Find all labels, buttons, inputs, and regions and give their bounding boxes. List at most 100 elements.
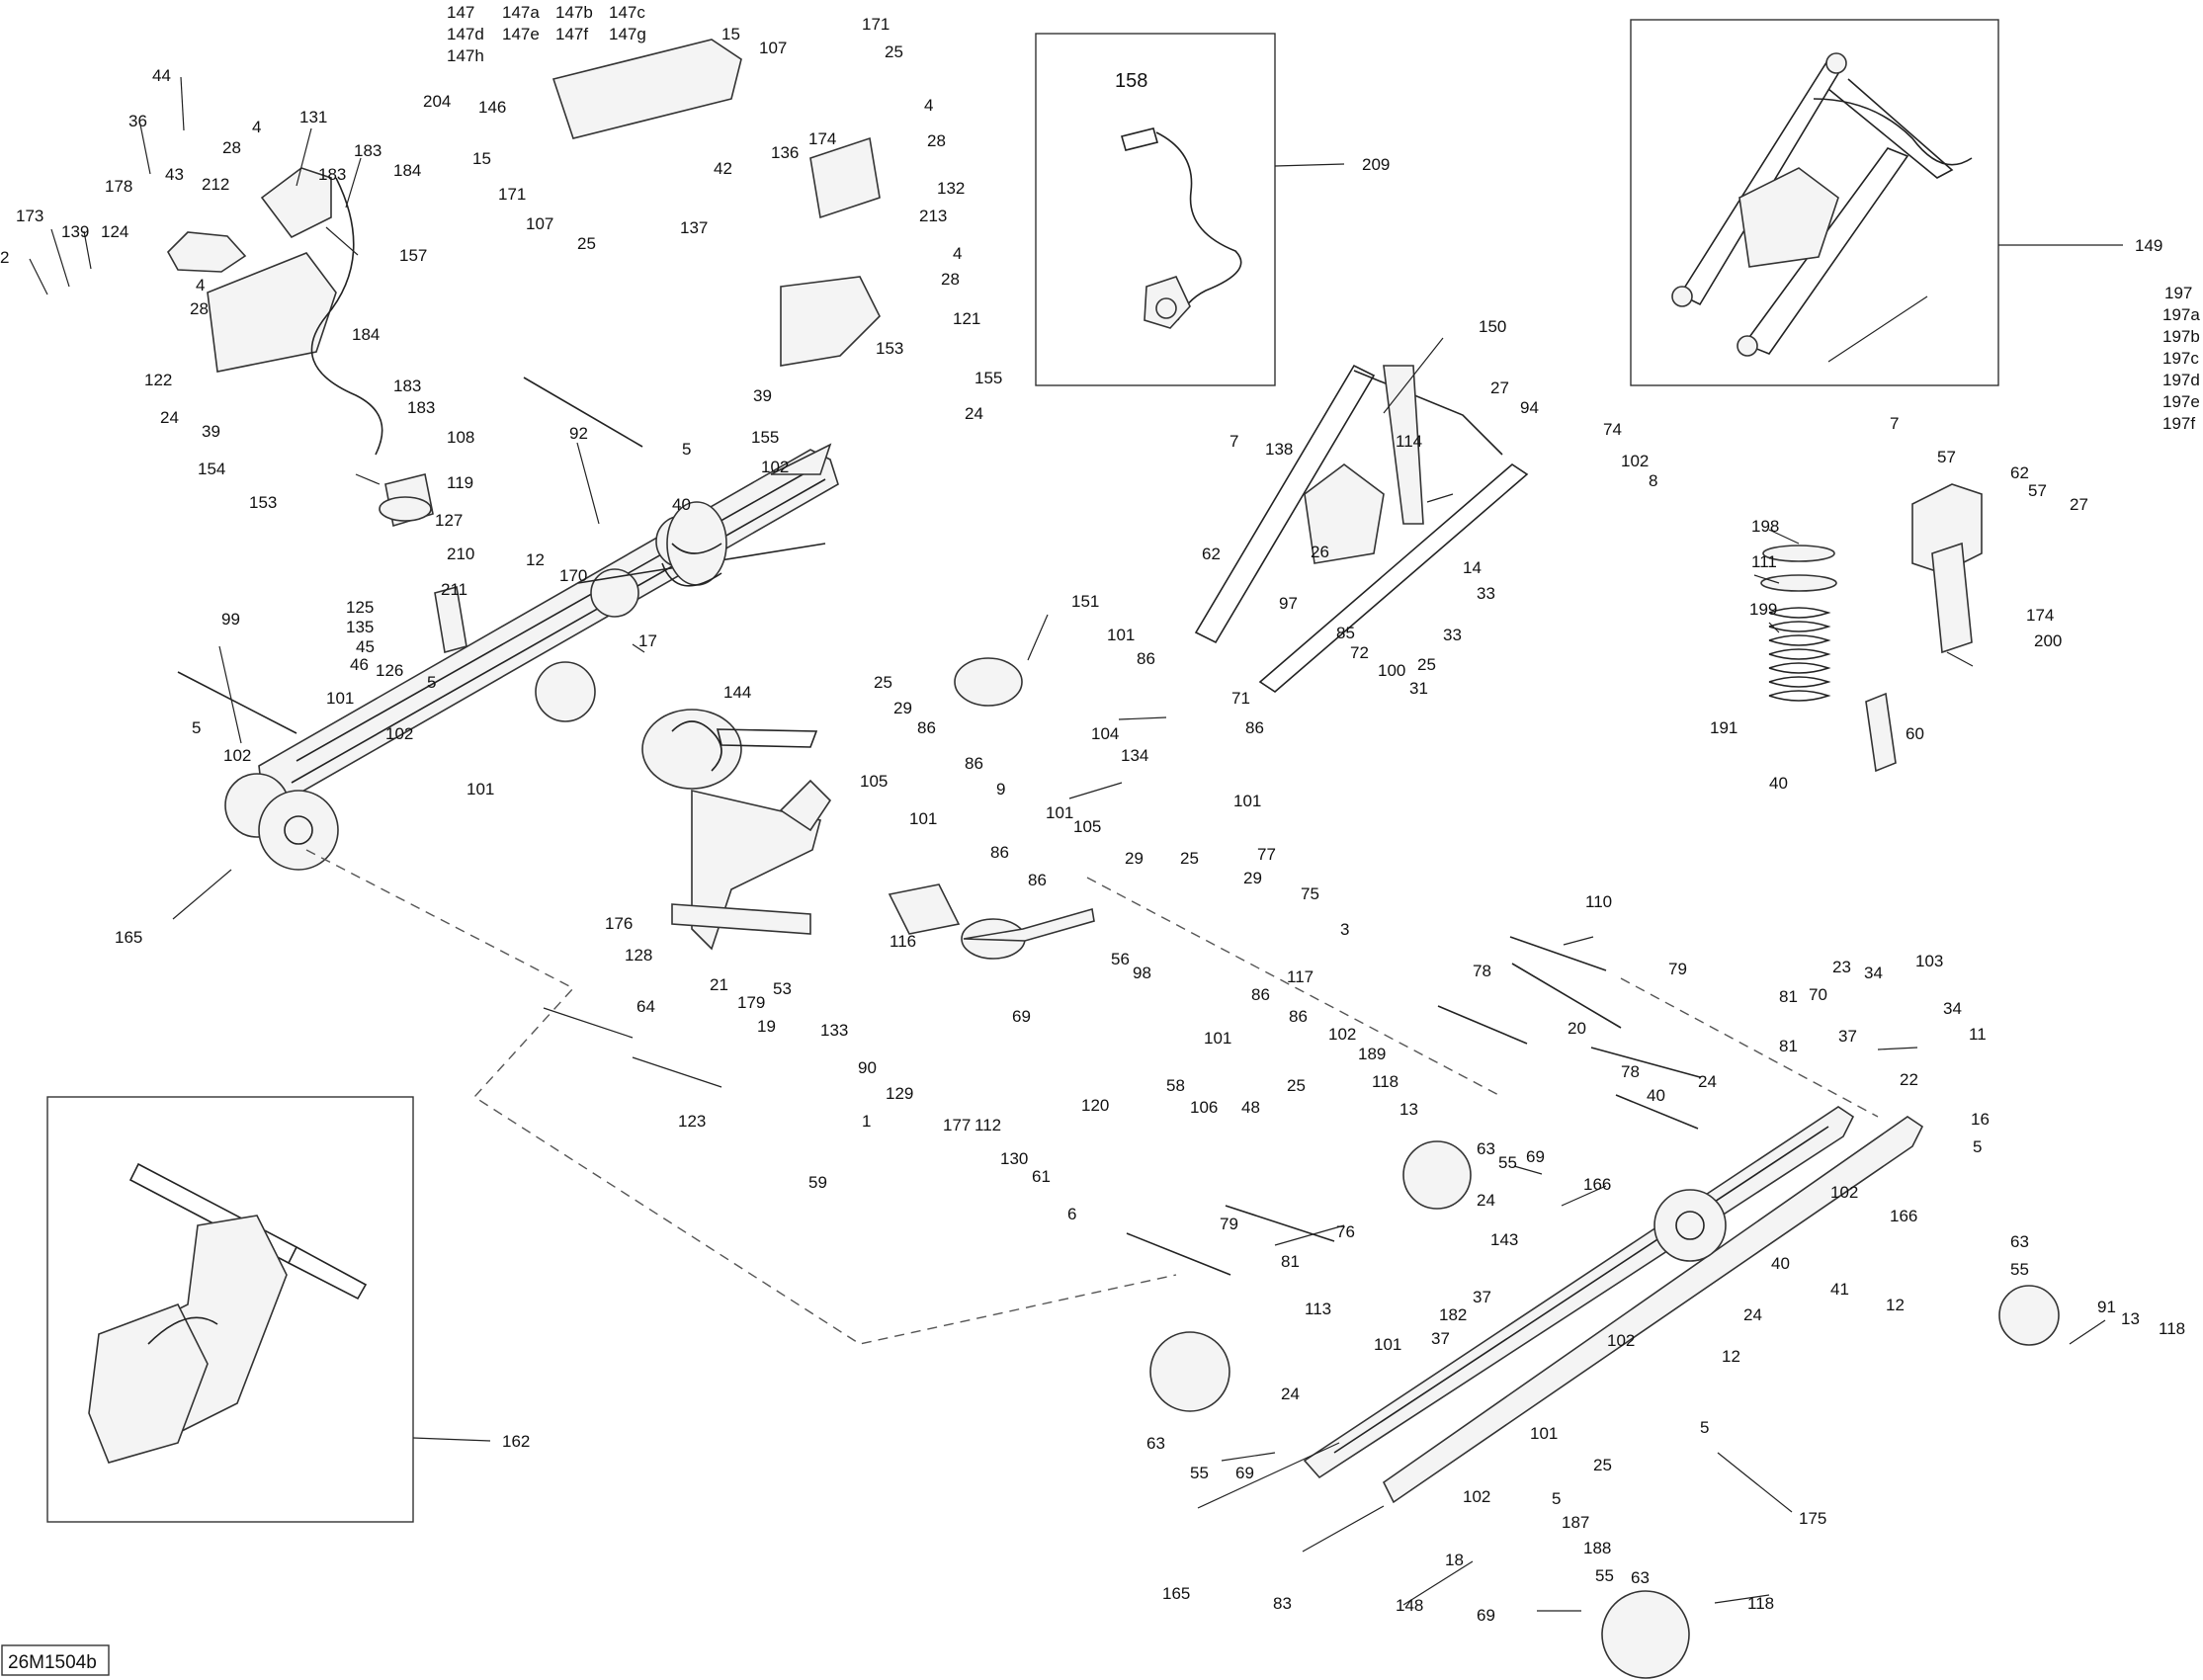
callout: 7 xyxy=(1890,414,1899,433)
callout: 5 xyxy=(192,718,201,737)
callout: 86 xyxy=(965,754,983,773)
callout: 4 xyxy=(252,118,261,136)
callout: 86 xyxy=(990,843,1009,862)
callout: 171 xyxy=(498,185,526,204)
callout: 42 xyxy=(714,159,732,178)
callout: 101 xyxy=(1374,1335,1401,1354)
callout: 56 xyxy=(1111,950,1130,968)
callout: 83 xyxy=(1273,1594,1292,1613)
callout: 25 xyxy=(885,42,903,61)
callout: 45 xyxy=(356,637,375,656)
callout: 116 xyxy=(890,932,916,951)
callout: 183 xyxy=(407,398,435,417)
callout: 204 xyxy=(423,92,451,111)
callout: 46 xyxy=(350,655,369,674)
callout: 177 xyxy=(943,1116,971,1134)
callout: 101 xyxy=(1233,792,1261,810)
callout: 40 xyxy=(672,495,691,514)
callout: 197 xyxy=(2164,284,2192,302)
callout: 137 xyxy=(680,218,708,237)
callout: 92 xyxy=(569,424,588,443)
callout: 81 xyxy=(1281,1252,1300,1271)
callout: 25 xyxy=(1287,1076,1306,1095)
callout: 69 xyxy=(1477,1606,1495,1625)
callout: 150 xyxy=(1479,317,1506,336)
callout: 43 xyxy=(165,165,184,184)
callout: 188 xyxy=(1583,1539,1611,1557)
callout: 132 xyxy=(937,179,965,198)
callout: 79 xyxy=(1668,960,1687,978)
callout: 25 xyxy=(1180,849,1199,868)
callout: 105 xyxy=(1073,817,1101,836)
callout: 131 xyxy=(299,108,327,126)
callout: 102 xyxy=(1830,1183,1858,1202)
callout: 102 xyxy=(1621,452,1649,470)
callout: 197b xyxy=(2162,327,2200,346)
callout: 63 xyxy=(1477,1139,1495,1158)
callout: 34 xyxy=(1864,964,1883,982)
callout: 22 xyxy=(1900,1070,1918,1089)
callout: 11 xyxy=(1969,1025,1987,1044)
callout: 27 xyxy=(1490,378,1509,397)
callout: 85 xyxy=(1336,624,1355,642)
callout: 74 xyxy=(1603,420,1622,439)
callout: 25 xyxy=(1593,1456,1612,1474)
callout: 126 xyxy=(376,661,403,680)
callout: 153 xyxy=(876,339,903,358)
callout: 210 xyxy=(447,545,474,563)
callout: 40 xyxy=(1647,1086,1665,1105)
callout: 25 xyxy=(577,234,596,253)
callout: 3 xyxy=(1340,920,1349,939)
callout: 55 xyxy=(1498,1153,1517,1172)
callout: 72 xyxy=(1350,643,1369,662)
callout: 153 xyxy=(249,493,277,512)
callout: 18 xyxy=(1445,1551,1464,1569)
callout: 101 xyxy=(1046,803,1073,822)
callout: 199 xyxy=(1749,600,1777,619)
callout: 37 xyxy=(1838,1027,1857,1046)
callout: 39 xyxy=(202,422,220,441)
callout: 176 xyxy=(605,914,633,933)
callout: 1 xyxy=(862,1112,871,1131)
callout: 118 xyxy=(1747,1594,1774,1613)
callout: 107 xyxy=(759,39,787,57)
callout: 139 xyxy=(61,222,89,241)
callout: 71 xyxy=(1231,689,1250,708)
callout: 79 xyxy=(1220,1215,1238,1233)
callout: 86 xyxy=(1137,649,1155,668)
callout: 75 xyxy=(1301,884,1319,903)
callout: 63 xyxy=(1146,1434,1165,1453)
callout: 133 xyxy=(820,1021,848,1040)
callout: 147e xyxy=(502,25,540,43)
callout: 118 xyxy=(2159,1319,2185,1338)
callout: 98 xyxy=(1133,964,1151,982)
callout: 101 xyxy=(326,689,354,708)
callout: 61 xyxy=(1032,1167,1051,1186)
callout: 134 xyxy=(1121,746,1148,765)
callout: 86 xyxy=(1245,718,1264,737)
callout: 31 xyxy=(1409,679,1428,698)
front-rail-assembly xyxy=(177,377,839,871)
callout: 24 xyxy=(1281,1385,1300,1403)
callout: 69 xyxy=(1012,1007,1031,1026)
callout: 2 xyxy=(0,248,9,267)
callout: 4 xyxy=(924,96,933,115)
callout: 110 xyxy=(1585,892,1612,911)
callout: 25 xyxy=(1417,655,1436,674)
callout: 23 xyxy=(1832,958,1851,976)
callout: 48 xyxy=(1241,1098,1260,1117)
callout: 182 xyxy=(1439,1305,1467,1324)
callout: 13 xyxy=(1399,1100,1418,1119)
callout: 197a xyxy=(2162,305,2200,324)
callout: 175 xyxy=(1799,1509,1826,1528)
callout: 183 xyxy=(354,141,381,160)
callout: 157 xyxy=(399,246,427,265)
callout: 55 xyxy=(1595,1566,1614,1585)
callout: 7 xyxy=(1229,432,1238,451)
callout: 155 xyxy=(974,369,1002,387)
callout: 211 xyxy=(441,580,467,599)
callout: 70 xyxy=(1809,985,1827,1004)
callout: 55 xyxy=(2010,1260,2029,1279)
callout: 29 xyxy=(1243,869,1262,887)
